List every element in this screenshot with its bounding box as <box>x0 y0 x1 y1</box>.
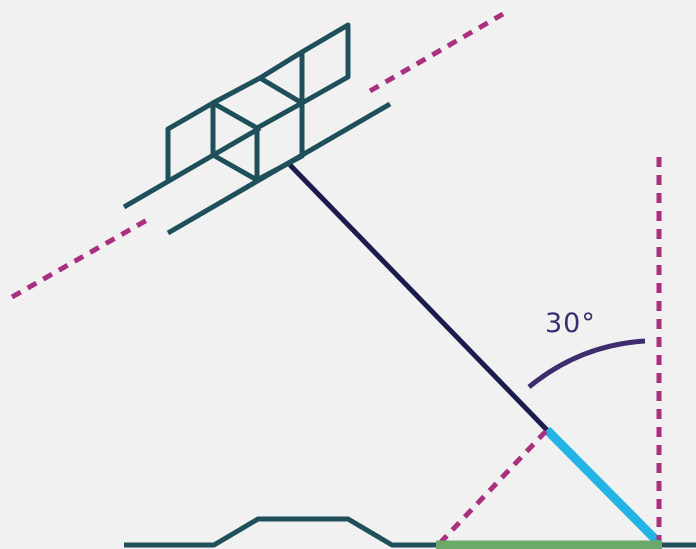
solar-panel-right-bar <box>258 49 304 81</box>
terrain-line <box>124 516 440 548</box>
satellite-body-side <box>255 103 305 183</box>
satellite-body-front <box>210 103 260 183</box>
angle-label: 30° <box>545 308 596 339</box>
orbit-guide-lower <box>10 217 149 300</box>
satellite-rail-upper <box>122 125 262 210</box>
signal-segment-highlight <box>543 426 663 547</box>
signal-line <box>288 163 549 432</box>
satellite-icon <box>122 22 392 236</box>
orbit-guide-lines <box>10 11 505 300</box>
solar-panel-right <box>299 22 351 156</box>
satellite-body-top <box>210 75 305 131</box>
orbit-guide-upper <box>368 11 505 94</box>
angle-arc <box>527 338 646 389</box>
projection-guide <box>438 428 549 545</box>
